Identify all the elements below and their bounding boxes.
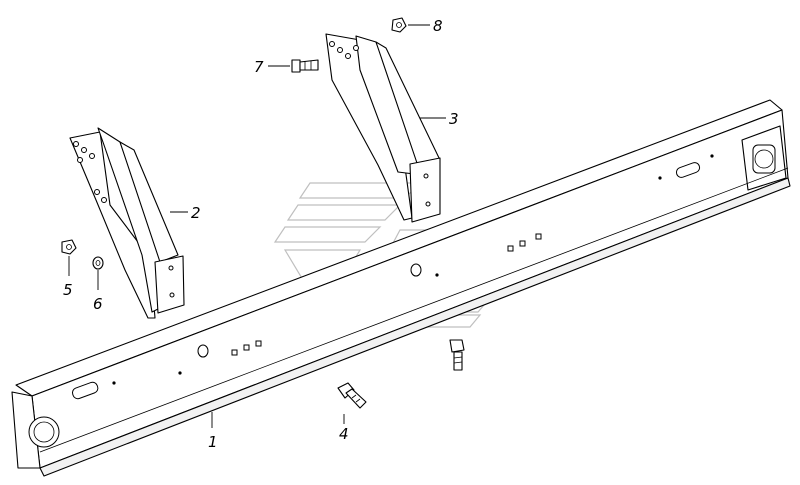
callout-2: 2 — [191, 204, 201, 222]
cross-member-beam — [11, 99, 791, 477]
callout-8: 8 — [433, 17, 443, 35]
callout-6: 6 — [93, 295, 103, 313]
bracket-left — [69, 127, 185, 319]
leader-lines — [68, 24, 446, 428]
callouts: 1 2 3 4 5 6 7 8 — [63, 17, 459, 451]
nut-top — [391, 17, 407, 33]
callout-7: 7 — [254, 58, 264, 76]
bolt-middle — [449, 339, 465, 371]
bolt-lower — [337, 382, 367, 409]
bracket-right — [325, 33, 441, 223]
washer — [92, 256, 104, 270]
callout-4: 4 — [339, 425, 349, 443]
bolt-top — [291, 59, 319, 73]
nut — [61, 239, 77, 255]
callout-3: 3 — [449, 110, 459, 128]
callout-1: 1 — [208, 433, 218, 451]
callout-5: 5 — [63, 281, 73, 299]
